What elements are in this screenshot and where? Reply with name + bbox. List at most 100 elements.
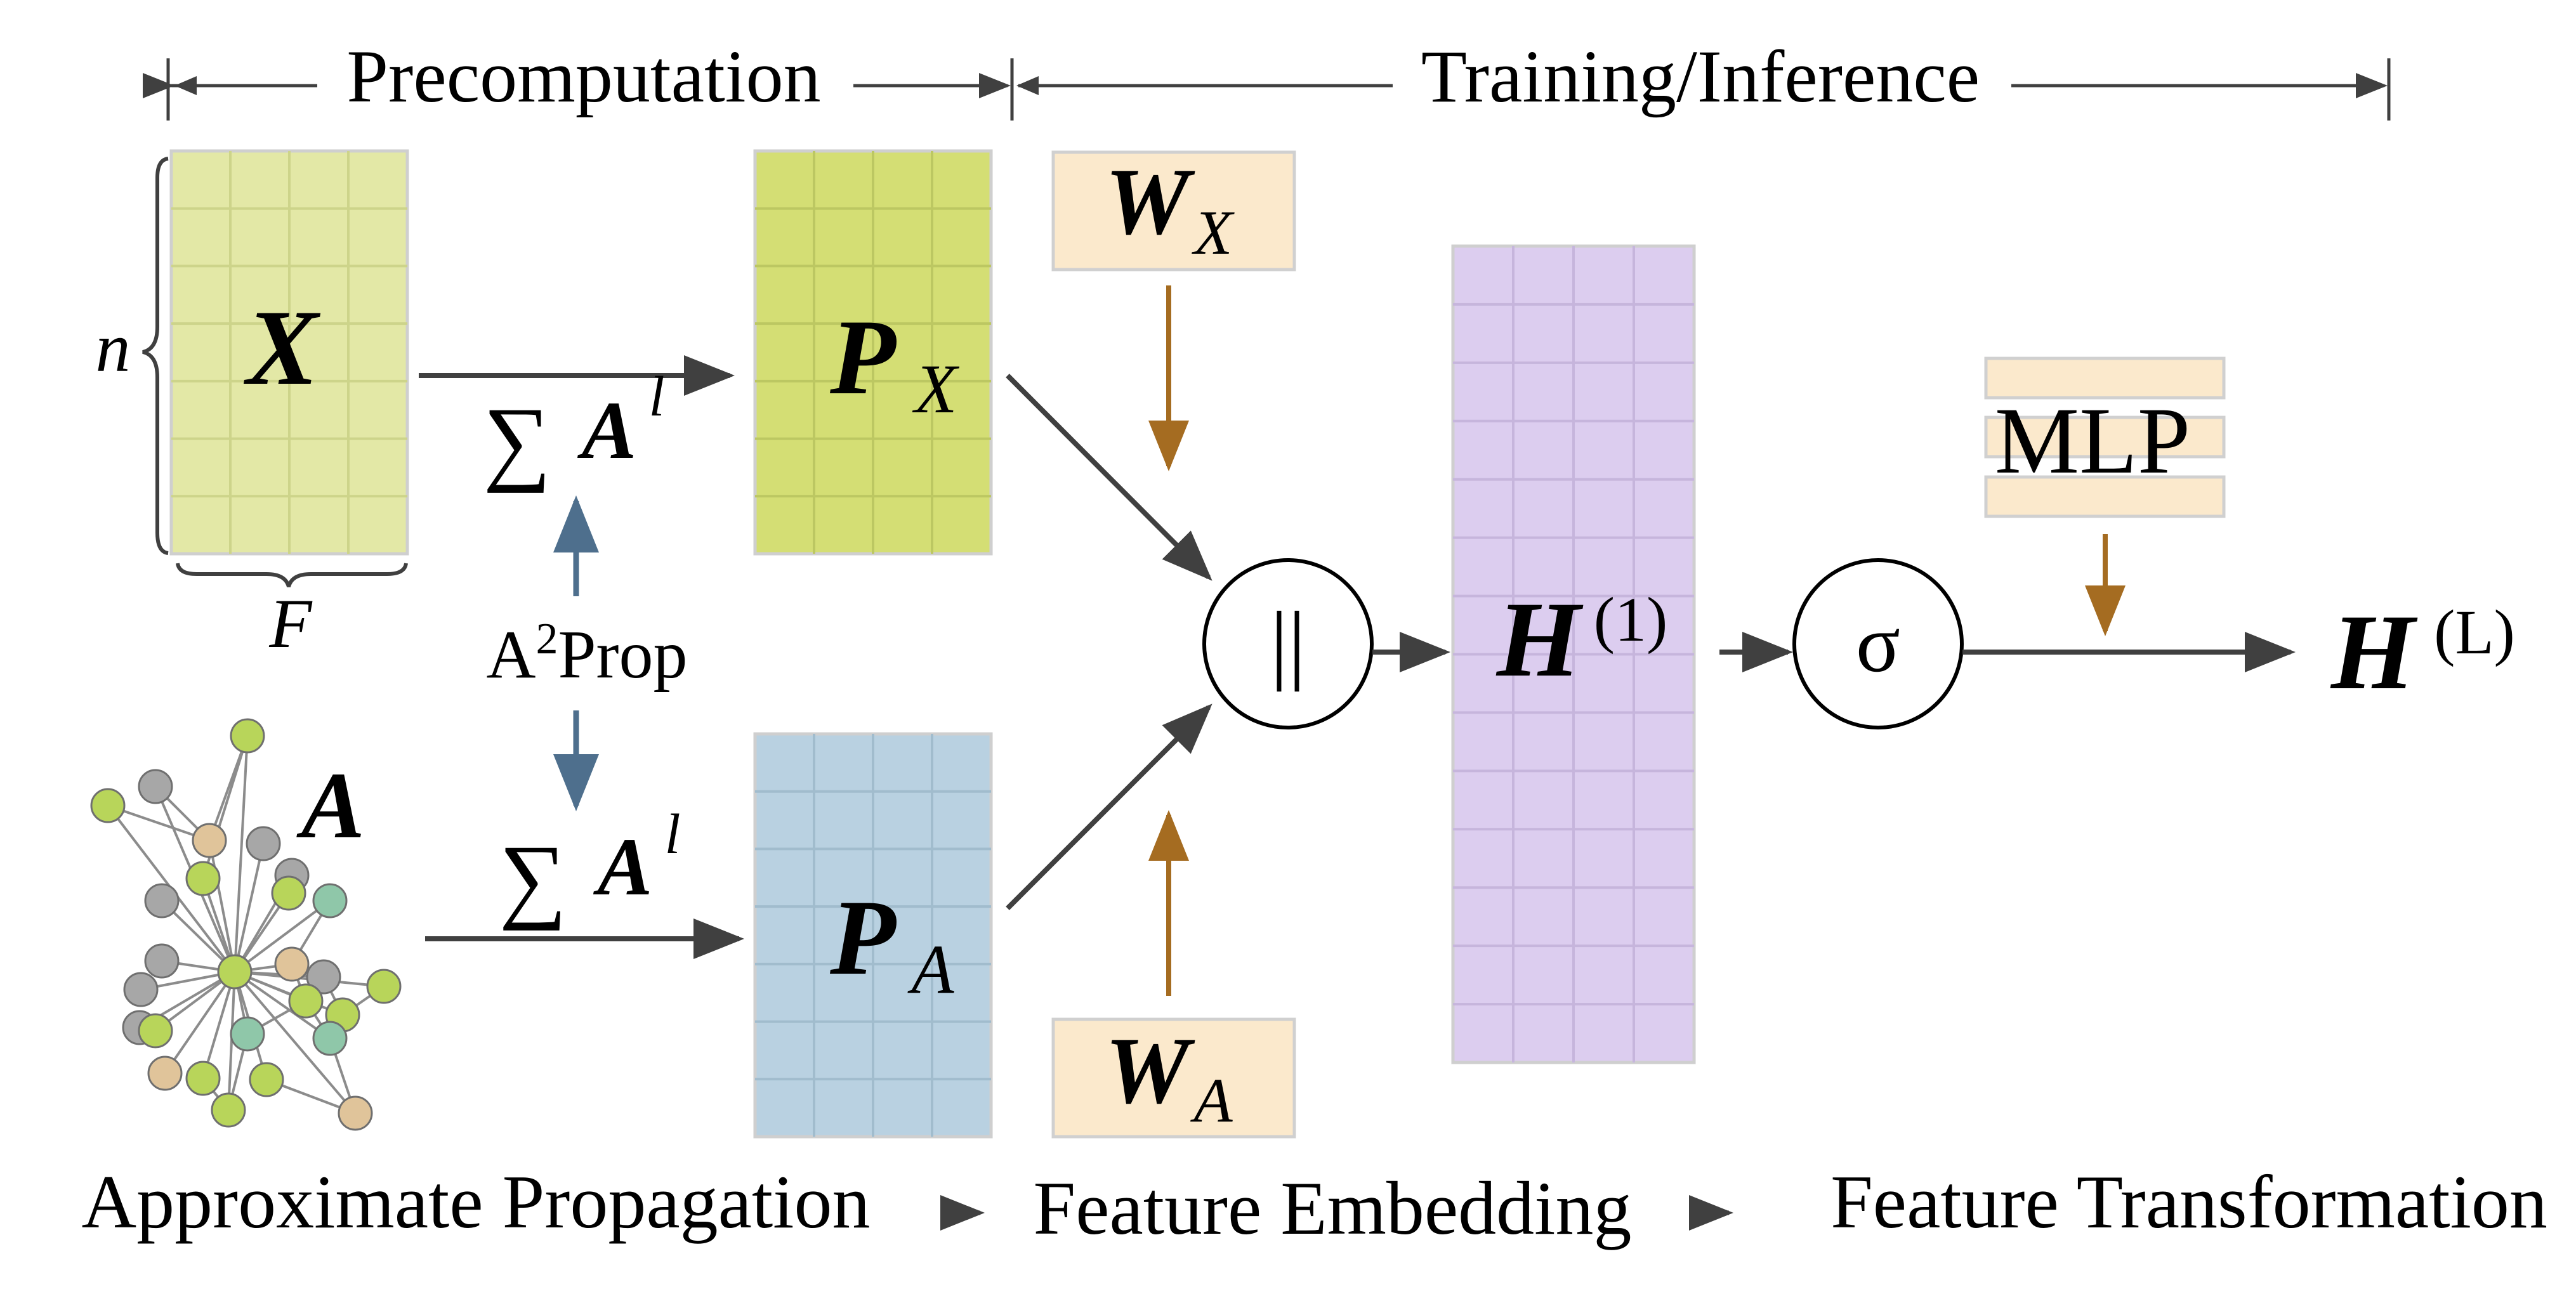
graph-node: [230, 718, 265, 754]
x-matrix-grid: [169, 149, 409, 556]
graph-node: [185, 1061, 221, 1096]
weight-wx-symbol: W: [1105, 149, 1195, 254]
graph-edge: [233, 970, 331, 1040]
sum-bottom-operator: ∑: [499, 826, 567, 931]
sum-top-operator: ∑: [483, 388, 551, 493]
graph-edge: [233, 899, 331, 973]
sigma-symbol: σ: [1856, 598, 1900, 689]
weight-wa-symbol: W: [1105, 1018, 1195, 1123]
graph-edge: [208, 840, 236, 972]
a2prop-superscript: 2: [536, 615, 558, 663]
graph-node: [338, 1095, 373, 1131]
header-precomputation: Precomputation: [143, 35, 1014, 121]
stage-approximate-propagation: Approximate Propagation: [81, 1160, 870, 1244]
h1-matrix-symbol: H: [1495, 580, 1584, 699]
weight-wx-subscript: X: [1191, 197, 1235, 268]
graph-node: [312, 1021, 348, 1056]
graph-node: [138, 1013, 173, 1049]
output-hl: H (L): [2330, 592, 2515, 712]
graph-node: [288, 983, 324, 1019]
sum-bottom-symbol: A: [593, 821, 653, 913]
graph-edge: [202, 971, 236, 1079]
weight-wa-subscript: A: [1190, 1065, 1233, 1135]
sum-top-symbol: A: [577, 385, 637, 476]
graph-node: [274, 946, 310, 982]
pa-matrix-grid: [753, 732, 993, 1139]
graph-edge: [234, 970, 343, 1016]
graph-node: [230, 1016, 265, 1052]
weight-wa: W A: [1051, 810, 1296, 1139]
stage-labels: Approximate Propagation Feature Embeddin…: [81, 1160, 2547, 1250]
sum-bottom-label: ∑ A l: [499, 803, 681, 931]
mlp-layer-2: [1984, 415, 2226, 459]
graph-edge: [233, 970, 357, 1114]
stage-feature-transformation: Feature Transformation: [1830, 1160, 2547, 1244]
graph-node: [217, 954, 253, 990]
output-superscript-text: (L): [2434, 597, 2515, 667]
mlp-layer-3: [1984, 475, 2226, 518]
sum-top-label: ∑ A l: [483, 365, 665, 493]
graph-node: [249, 1062, 284, 1097]
precomputation-label: Precomputation: [346, 35, 820, 118]
px-matrix-grid: [753, 149, 993, 556]
graph-node: [138, 769, 173, 804]
a2prop-base: A: [486, 617, 536, 693]
stage-feature-embedding: Feature Embedding: [1033, 1166, 1631, 1250]
graph-a: A: [90, 718, 402, 1131]
mlp-label: MLP: [1995, 388, 2190, 493]
sigma-op: σ: [1792, 558, 1964, 729]
graph-node: [90, 788, 126, 823]
pa-to-concat-arrow: [1006, 703, 1212, 910]
training-inference-label: Training/Inference: [1421, 35, 1980, 118]
f-brace: F: [176, 563, 408, 662]
graph-edge: [164, 970, 236, 1075]
output-superscript: (L): [2434, 597, 2515, 667]
graph-edge: [208, 735, 249, 841]
concat-symbol: ||: [1270, 594, 1306, 692]
x-matrix: X: [169, 149, 409, 556]
sum-bottom-superscript: l: [664, 803, 680, 866]
h1-matrix-grid: [1451, 244, 1696, 1064]
graph-nodes: [90, 718, 402, 1131]
graph-node: [123, 972, 159, 1007]
weight-wx-box: [1051, 150, 1296, 271]
a2prop-label: A2Prop: [486, 615, 687, 693]
graph-symbol: A: [296, 753, 365, 858]
x-matrix-symbol: X: [243, 288, 320, 407]
graph-edge: [233, 843, 265, 972]
rows-label: n: [96, 309, 131, 386]
graph-node: [312, 883, 348, 918]
graph-node: [185, 861, 221, 896]
mlp-layer-1: [1984, 356, 2226, 400]
output-symbol: H: [2330, 592, 2418, 712]
a2prop: A2Prop: [486, 495, 688, 811]
sum-top-superscript: l: [648, 365, 664, 428]
h1-matrix-superscript: (1): [1594, 584, 1668, 655]
graph-node: [144, 943, 180, 979]
h1-matrix: H (1): [1451, 244, 1696, 1064]
mlp-block: MLP: [1984, 356, 2226, 636]
weight-wx: W X: [1051, 149, 1296, 471]
cols-label: F: [268, 585, 313, 662]
graph-edge: [107, 804, 210, 842]
pa-matrix-subscript: A: [907, 931, 954, 1008]
graph-node: [211, 1092, 246, 1128]
weight-wa-box: [1051, 1017, 1296, 1139]
pa-matrix: P A: [753, 732, 993, 1139]
header-training: Training/Inference: [1016, 35, 2391, 121]
graph-node: [246, 826, 281, 861]
concat-op: ||: [1202, 558, 1374, 729]
px-matrix-subscript: X: [912, 350, 959, 428]
px-matrix: P X: [753, 149, 993, 556]
graph-edge: [233, 735, 249, 972]
px-to-concat-arrow: [1006, 374, 1212, 581]
pa-matrix-symbol: P: [829, 878, 897, 997]
graph-node: [271, 875, 306, 911]
graph-node: [306, 959, 341, 995]
graph-node: [366, 969, 402, 1004]
px-matrix-symbol: P: [829, 297, 897, 417]
graph-node: [144, 883, 180, 918]
n-brace: n: [96, 157, 169, 555]
a2prop-rest: Prop: [558, 617, 687, 693]
